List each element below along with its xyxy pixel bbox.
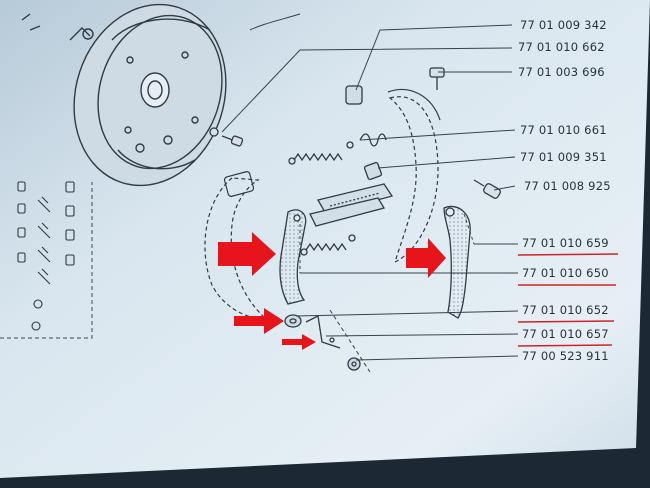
part-number-label-highlighted: 77 01 010 652 [522, 303, 609, 317]
backing-plate-drawing [21, 3, 227, 187]
left-brake-lever [279, 209, 307, 305]
bleed-screw-part [473, 179, 501, 199]
adjuster-strut [309, 183, 394, 227]
return-spring-upper [288, 141, 354, 165]
right-brake-lever [443, 205, 471, 319]
red-arrow-icon [282, 334, 316, 350]
small-parts-grid [17, 181, 75, 331]
red-arrow-icon [218, 232, 276, 276]
clip-part [345, 85, 383, 181]
part-number-label: 77 01 010 662 [518, 40, 605, 54]
part-number-label-highlighted: 77 01 010 657 [522, 327, 609, 341]
bolt-drawing [209, 127, 244, 147]
parts-grid-frame [0, 182, 93, 339]
return-spring-lower [300, 234, 356, 256]
part-number-label: 77 01 008 925 [524, 179, 611, 193]
highlight-underlines [517, 253, 619, 347]
hand-brake-pin [305, 315, 341, 349]
part-number-label: 77 01 009 342 [520, 18, 607, 32]
red-arrow-icon [406, 238, 446, 278]
leader-lines [221, 13, 519, 373]
coil-spring-small [359, 133, 387, 147]
part-number-label-highlighted: 77 01 010 659 [522, 236, 609, 250]
left-brake-shoe-outline [204, 171, 267, 319]
part-number-label: 77 01 010 661 [520, 123, 607, 137]
retaining-washer [347, 357, 361, 371]
part-number-label: 77 01 009 351 [520, 150, 607, 164]
part-number-label: 77 01 003 696 [518, 65, 605, 79]
red-arrow-icon [234, 308, 284, 334]
right-brake-shoe-outline [387, 88, 441, 264]
part-number-label-highlighted: 77 01 010 650 [522, 266, 609, 280]
washer-part [284, 314, 302, 328]
part-number-label: 77 00 523 911 [522, 349, 609, 363]
